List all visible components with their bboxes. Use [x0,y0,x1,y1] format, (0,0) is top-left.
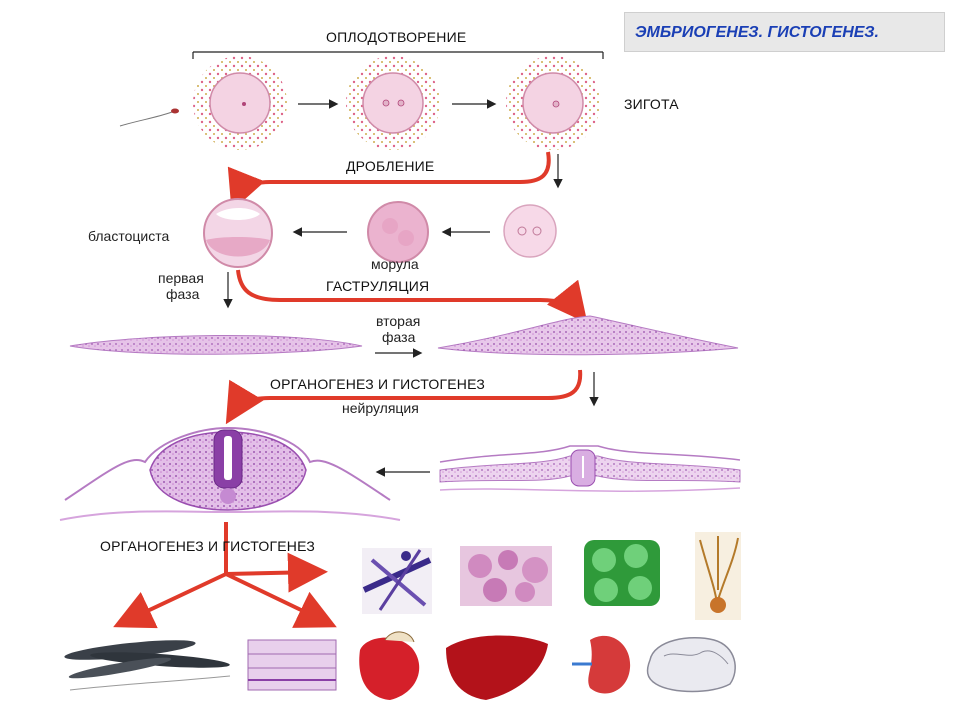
stratified-epithelium-image [247,639,337,691]
cleavage-arrow [227,151,551,212]
blastocyst-cell [203,198,273,268]
organogenesis-branches [113,522,337,629]
second-phase-label-line2: фаза [382,329,416,345]
zygote-cell [506,56,600,150]
heart-organ-image [359,631,420,700]
organogenesis-arrow [225,369,583,425]
egg-cell-1 [193,56,287,150]
blastocyst-label: бластоциста [88,228,170,244]
gastrulation-arrow [236,269,588,324]
sperm-cell [119,108,179,127]
cleavage-label: ДРОБЛЕНИЕ [346,158,435,174]
egg-cell-2 [346,56,440,150]
smooth-muscle-image [64,640,231,691]
zygote-label: ЗИГОТА [624,96,679,112]
cartilage-tissue-image [584,540,660,606]
nerve-cell-image [695,532,741,620]
organogenesis-label-1: ОРГАНОГЕНЕЗ И ГИСТОГЕНЕЗ [270,376,485,392]
morula-cell [367,201,429,263]
slide-title: ЭМБРИОГЕНЕЗ. ГИСТОГЕНЕЗ. [635,24,879,41]
kidney-organ-image [572,635,631,694]
connective-tissue-image [362,548,432,614]
morula-label: морула [371,256,419,272]
second-phase-label-line1: вторая [376,313,421,329]
neural-plate-section [439,445,741,492]
neurula-cross-section [59,426,401,521]
first-phase-label-line2: фаза [166,286,200,302]
brain-organ-image [646,637,736,693]
two-cell-stage [503,204,557,258]
title-box: ЭМБРИОГЕНЕЗ. ГИСТОГЕНЕЗ. [624,12,945,52]
organogenesis-label-2: ОРГАНОГЕНЕЗ И ГИСТОГЕНЕЗ [100,538,315,554]
epithelial-tissue-image [460,546,552,606]
liver-organ-image [446,635,548,700]
fertilization-label: ОПЛОДОТВОРЕНИЕ [326,29,467,45]
first-phase-label-line1: первая [158,270,204,286]
fertilization-bracket [192,51,604,59]
neurulation-label: нейруляция [342,400,419,416]
gastrulation-label: ГАСТРУЛЯЦИЯ [326,278,430,294]
